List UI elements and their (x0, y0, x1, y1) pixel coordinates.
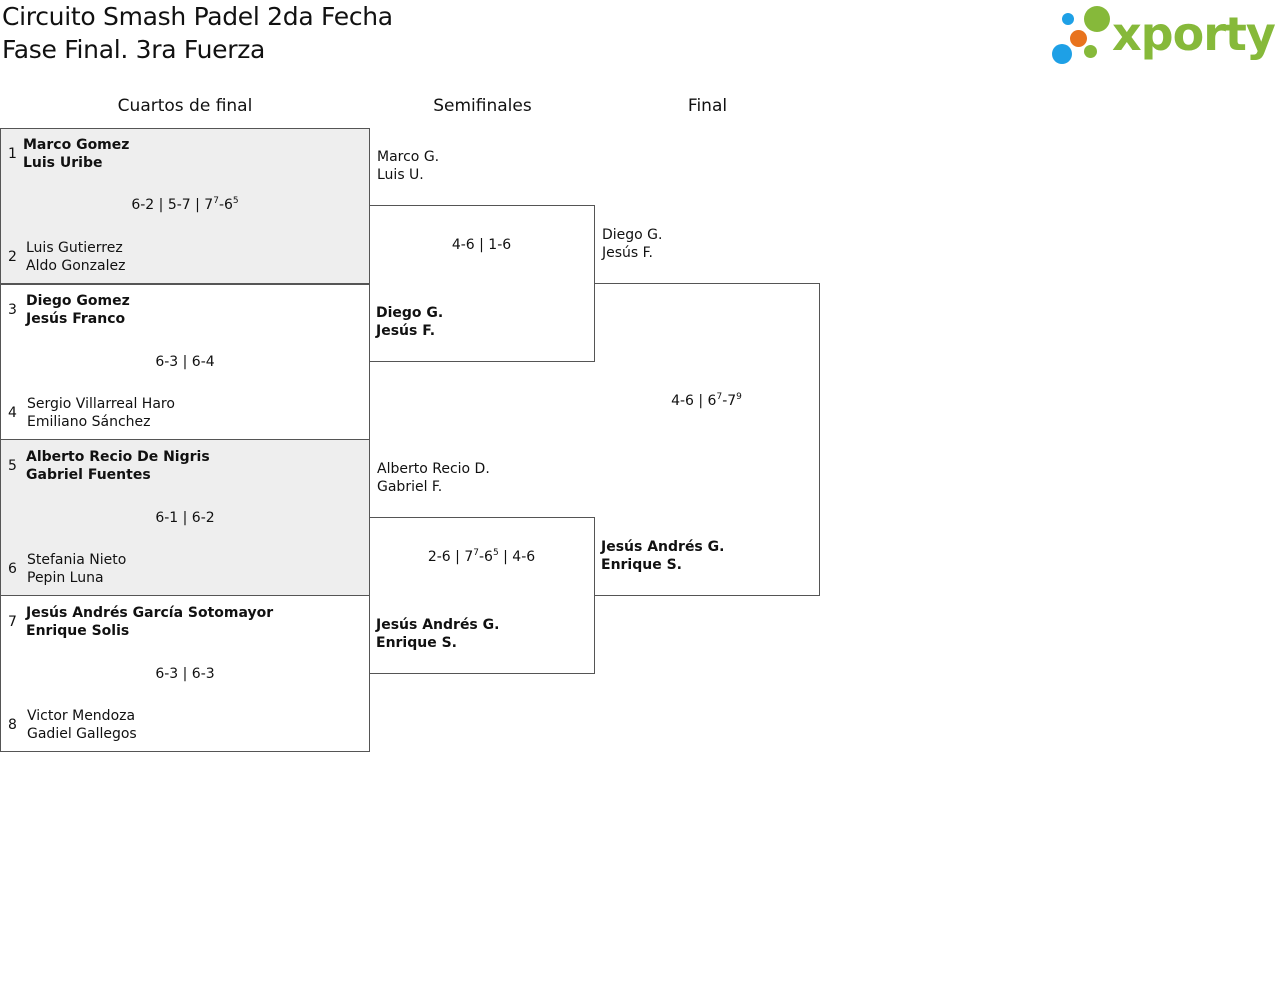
player-name: Enrique S. (601, 557, 682, 573)
player-name: Gabriel F. (377, 479, 443, 495)
logo-dot-green-small (1084, 45, 1097, 58)
player-name: Marco G. (377, 149, 440, 165)
seed-number: 3 (8, 302, 17, 318)
seed-number: 7 (8, 614, 17, 630)
tiebreak-score: 7 (473, 548, 479, 558)
tiebreak-score: 9 (736, 392, 742, 402)
sf1-team-a: Marco G. Luis U. (377, 148, 439, 184)
player-name: Gabriel Fuentes (26, 467, 151, 483)
round-header-semifinals: Semifinales (433, 96, 532, 116)
player-name: Jesús F. (602, 245, 653, 261)
sf2-team-a: Alberto Recio D. Gabriel F. (377, 460, 490, 496)
player-name: Marco Gomez (23, 137, 130, 153)
team-winner: Marco Gomez Luis Uribe (23, 136, 129, 172)
player-name: Alberto Recio De Nigris (26, 449, 210, 465)
team-winner: Jesús Andrés G. Enrique S. (376, 616, 499, 652)
team-winner: Jesús Andrés García Sotomayor Enrique So… (26, 604, 273, 640)
final-team-a: Diego G. Jesús F. (602, 226, 662, 262)
team-winner: Diego G. Jesús F. (376, 304, 443, 340)
match-score: 6-3 | 6-4 (155, 354, 215, 370)
player-name: Diego G. (602, 227, 663, 243)
player-name: Jesús Franco (26, 311, 126, 327)
player-name: Enrique S. (376, 635, 457, 651)
tiebreak-score: 5 (232, 196, 239, 206)
player-name: Emiliano Sánchez (27, 414, 151, 430)
sf-match-2: 2-6 | 77-65 | 4-6 Jesús Andrés G. Enriqu… (369, 517, 595, 674)
player-name: Enrique Solis (26, 623, 130, 639)
qf-match-3: 5 Alberto Recio De Nigris Gabriel Fuente… (0, 439, 370, 596)
team-loser: Victor Mendoza Gadiel Gallegos (27, 707, 137, 743)
xporty-logo: xporty (1048, 2, 1278, 68)
qf-match-1: 1 Marco Gomez Luis Uribe 6-2 | 5-7 | 77-… (0, 128, 370, 285)
match-score: 2-6 | 77-65 | 4-6 (427, 548, 536, 566)
seed-number: 2 (8, 249, 17, 265)
qf-match-2: 3 Diego Gomez Jesús Franco 6-3 | 6-4 4 S… (0, 283, 370, 440)
logo-dot-blue (1062, 13, 1074, 25)
tiebreak-score: 5 (492, 548, 499, 558)
page-title: Circuito Smash Padel 2da Fecha (2, 2, 393, 31)
player-name: Pepin Luna (27, 570, 104, 586)
seed-number: 6 (8, 561, 17, 577)
logo-dot-green-large (1084, 6, 1110, 32)
tiebreak-score: 7 (716, 392, 723, 402)
player-name: Gadiel Gallegos (27, 726, 137, 742)
seed-number: 1 (8, 146, 17, 162)
logo-dot-blue-large (1052, 44, 1072, 64)
player-name: Luis Gutierrez (26, 240, 123, 256)
player-name: Aldo Gonzalez (26, 258, 126, 274)
round-header-final: Final (687, 96, 728, 116)
player-name: Luis U. (377, 167, 424, 183)
logo-dot-orange (1070, 30, 1087, 47)
team-winner: Jesús Andrés G. Enrique S. (601, 538, 724, 574)
match-score: 4-6 | 67-79 (671, 392, 742, 410)
team-winner: Diego Gomez Jesús Franco (26, 292, 130, 328)
qf-match-4: 7 Jesús Andrés García Sotomayor Enrique … (0, 595, 370, 752)
match-score: 6-3 | 6-3 (155, 666, 215, 682)
team-loser: Sergio Villarreal Haro Emiliano Sánchez (27, 395, 175, 431)
page-subtitle: Fase Final. 3ra Fuerza (2, 35, 266, 64)
seed-number: 5 (8, 458, 17, 474)
player-name: Stefania Nieto (27, 552, 127, 568)
logo-wordmark: xporty (1112, 7, 1276, 61)
team-loser: Luis Gutierrez Aldo Gonzalez (26, 239, 125, 275)
player-name: Sergio Villarreal Haro (27, 396, 175, 412)
player-name: Jesús Andrés García Sotomayor (26, 605, 274, 621)
seed-number: 4 (8, 405, 17, 421)
player-name: Diego G. (376, 305, 444, 321)
team-loser: Stefania Nieto Pepin Luna (27, 551, 126, 587)
player-name: Luis Uribe (23, 155, 103, 171)
final-match: 4-6 | 67-79 Jesús Andrés G. Enrique S. (594, 283, 820, 596)
sf-match-1: 4-6 | 1-6 Diego G. Jesús F. (369, 205, 595, 362)
player-name: Victor Mendoza (27, 708, 136, 724)
tiebreak-score: 7 (213, 196, 219, 206)
round-header-quarterfinals: Cuartos de final (117, 96, 253, 116)
player-name: Jesús Andrés G. (376, 617, 500, 633)
player-name: Jesús F. (376, 323, 436, 339)
team-winner: Alberto Recio De Nigris Gabriel Fuentes (26, 448, 210, 484)
seed-number: 8 (8, 717, 17, 733)
player-name: Alberto Recio D. (377, 461, 490, 477)
match-score: 6-2 | 5-7 | 77-65 (131, 196, 239, 214)
match-score: 6-1 | 6-2 (155, 510, 215, 526)
player-name: Jesús Andrés G. (601, 539, 725, 555)
match-score: 4-6 | 1-6 (451, 237, 512, 253)
player-name: Diego Gomez (26, 293, 130, 309)
